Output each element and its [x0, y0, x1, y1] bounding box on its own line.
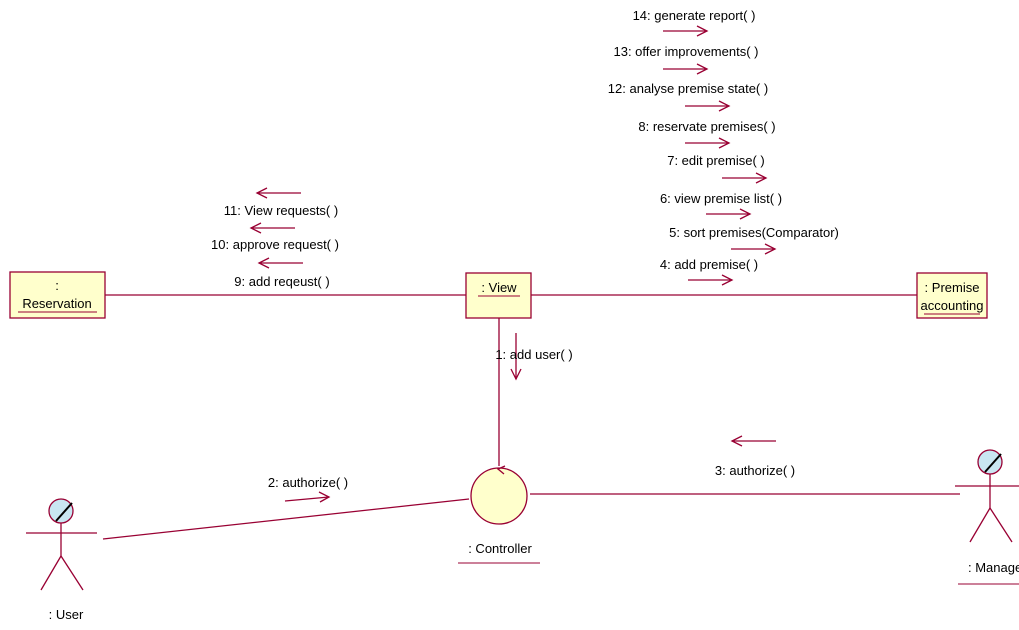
message-7: 7: edit premise( )	[667, 153, 765, 168]
arrow-right-icon	[722, 172, 768, 184]
manager-actor[interactable]: : Manage	[955, 449, 1019, 585]
reservation-colon: :	[55, 278, 59, 293]
premise-accounting-object[interactable]: : Premise accounting	[916, 272, 988, 319]
arrow-right-icon	[663, 25, 709, 37]
message-5: 5: sort premises(Comparator)	[669, 225, 839, 240]
actor-stick-figure-icon	[26, 498, 97, 591]
arrow-left-icon	[249, 222, 295, 234]
reservation-object[interactable]: : Reservation	[9, 271, 106, 319]
controller-arrow-icon	[496, 465, 506, 475]
arrow-right-icon	[685, 100, 731, 112]
manager-label: : Manage	[968, 560, 1019, 575]
controller-label: : Controller	[468, 541, 532, 556]
message-8: 8: reservate premises( )	[638, 119, 775, 134]
controller-object[interactable]: : Controller	[458, 465, 540, 564]
arrow-down-icon	[510, 333, 522, 381]
message-6: 6: view premise list( )	[660, 191, 782, 206]
message-13: 13: offer improvements( )	[614, 44, 759, 59]
arrow-right-icon	[284, 491, 331, 503]
view-label: : View	[481, 280, 517, 295]
premise-label-line2: accounting	[921, 298, 984, 313]
arrow-right-icon	[688, 274, 734, 286]
controller-icon	[470, 467, 528, 525]
message-10: 10: approve request( )	[211, 237, 339, 252]
message-1: 1: add user( )	[495, 347, 572, 362]
message-11: 11: View requests( )	[224, 203, 338, 218]
arrow-left-icon	[257, 257, 303, 269]
actor-stick-figure-icon	[955, 449, 1019, 543]
message-2: 2: authorize( )	[268, 475, 348, 490]
message-9: 9: add reqeust( )	[234, 274, 329, 289]
message-14: 14: generate report( )	[633, 8, 756, 23]
arrow-left-icon	[730, 435, 776, 447]
user-label: : User	[49, 607, 84, 622]
premise-label-line1: : Premise	[925, 280, 980, 295]
arrow-right-icon	[685, 137, 731, 149]
message-3: 3: authorize( )	[715, 463, 795, 478]
message-12: 12: analyse premise state( )	[608, 81, 768, 96]
arrow-right-icon	[663, 63, 709, 75]
arrow-right-icon	[731, 243, 777, 255]
message-4: 4: add premise( )	[660, 257, 758, 272]
reservation-label: Reservation	[22, 296, 91, 311]
link-user-controller	[102, 498, 470, 540]
arrow-left-icon	[255, 187, 301, 199]
arrow-right-icon	[706, 208, 752, 220]
view-object[interactable]: : View	[465, 272, 532, 319]
user-actor[interactable]: : User	[26, 498, 97, 622]
